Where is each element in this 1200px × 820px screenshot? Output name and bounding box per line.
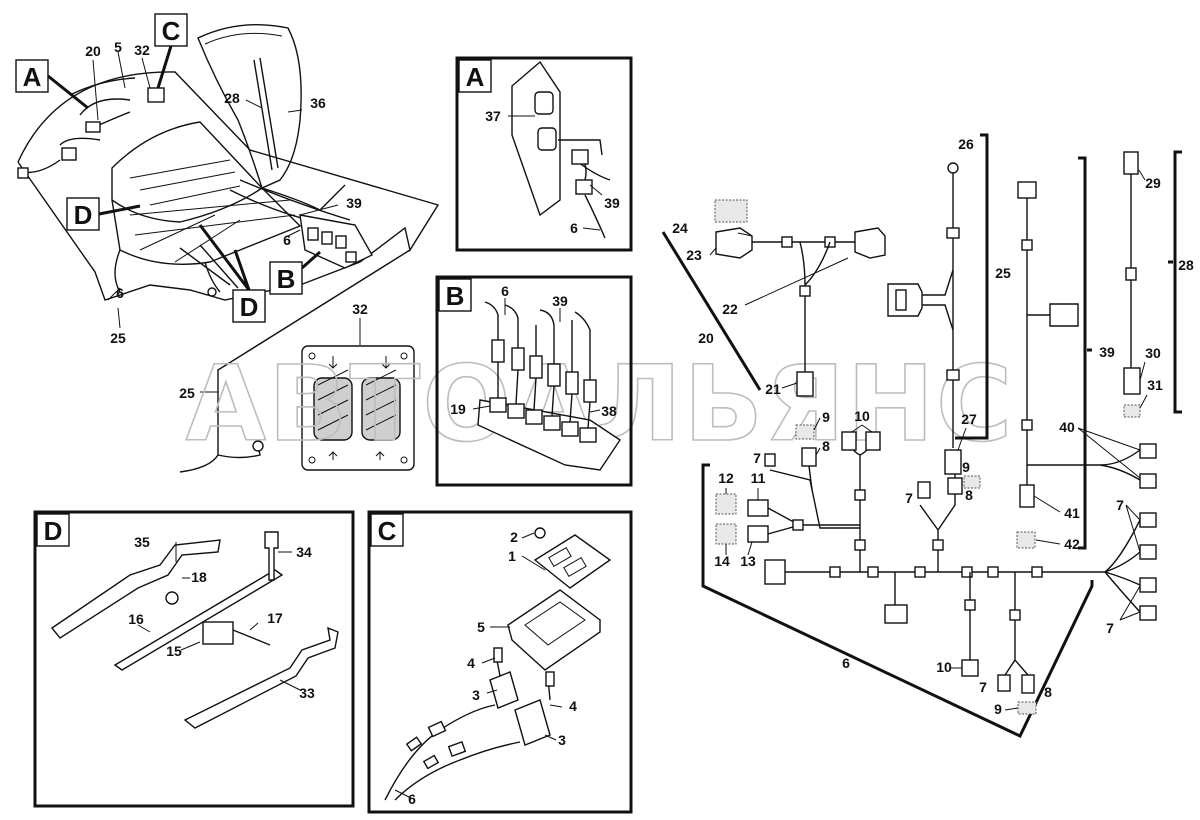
harness-callout: 8: [822, 438, 830, 454]
harness-callout: 7: [1106, 620, 1114, 636]
overview-callout: 25: [110, 330, 126, 346]
switch-32-callout: 32: [352, 301, 368, 317]
harness-callout: 25: [995, 265, 1011, 281]
inset-C-callout: 2: [510, 529, 518, 545]
inset-A-letter: A: [466, 62, 485, 92]
inset-C-callout: 3: [558, 732, 566, 748]
harness-diagram: 24 23 22 20 21 26 25 29 28 30 31 39: [661, 133, 1194, 738]
overview-label-D1: D: [74, 200, 93, 230]
overview-callout: 25: [179, 385, 195, 401]
inset-C-callout: 5: [477, 619, 485, 635]
harness-callout: 11: [751, 470, 766, 486]
harness-callout: 39: [1099, 344, 1115, 360]
seat-overview: A C D B D 20 5 32 28 36 39 6 6 25 25: [15, 13, 440, 473]
harness-callout: 23: [686, 247, 702, 263]
inset-B-letter: B: [446, 281, 465, 311]
inset-D-letter: D: [44, 516, 63, 546]
inset-A: A 37 39 6: [455, 56, 633, 252]
inset-C-callout: 1: [508, 548, 516, 564]
harness-callout: 31: [1147, 377, 1163, 393]
letter-box-B: [269, 261, 303, 295]
harness-callout: 12: [718, 470, 734, 486]
overview-label-A: A: [23, 62, 42, 92]
harness-callout: 27: [961, 411, 977, 427]
overview-callout: 32: [134, 42, 150, 58]
inset-D-callout: 15: [166, 643, 182, 659]
harness-callout: 9: [822, 409, 830, 425]
harness-callout: 8: [965, 487, 973, 503]
overview-callout: 6: [116, 285, 124, 301]
inset-D-callout: 17: [267, 610, 283, 626]
inset-B-callout: 38: [601, 403, 617, 419]
harness-callout: 6: [842, 655, 850, 671]
harness-callout: 21: [765, 381, 781, 397]
inset-B-callout: 39: [552, 293, 568, 309]
inset-B-callout: 6: [501, 283, 509, 299]
harness-callout: 7: [979, 679, 987, 695]
inset-C-letter: C: [378, 516, 397, 546]
overview-callout: 5: [114, 39, 122, 55]
connector-23: [715, 227, 753, 259]
harness-callout: 7: [753, 450, 761, 466]
inset-A-callout: 39: [604, 195, 620, 211]
letter-box-C: [154, 13, 188, 47]
harness-callout: 41: [1064, 505, 1080, 521]
switch-32-detail: 32: [301, 301, 415, 471]
overview-callout: 6: [283, 232, 291, 248]
inset-D-callout: 18: [191, 569, 207, 585]
inset-D-callout: 34: [296, 544, 312, 560]
connector-24: [714, 199, 748, 223]
inset-D-callout: 33: [299, 685, 315, 701]
inset-D: D 35 34 18 16 17 15 33: [33, 510, 355, 808]
inset-C-callout: 3: [472, 687, 480, 703]
harness-callout: 7: [1116, 497, 1124, 513]
inset-C-callout: 4: [569, 698, 577, 714]
letter-box-D: [232, 289, 266, 323]
inset-A-callout: 6: [570, 220, 578, 236]
harness-callout: 40: [1059, 419, 1075, 435]
harness-callout: 28: [1178, 257, 1194, 273]
overview-callout: 39: [346, 195, 362, 211]
harness-callout: 10: [936, 659, 952, 675]
harness-callout: 29: [1145, 175, 1161, 191]
inset-D-callout: 35: [134, 534, 150, 550]
inset-C: C 2 1 5 4 3 4 3 6: [367, 510, 633, 814]
overview-callout: 20: [85, 43, 101, 59]
harness-callout: 26: [958, 136, 974, 152]
harness-callout: 7: [905, 490, 913, 506]
overview-callout: 28: [224, 90, 240, 106]
harness-callout: 13: [740, 553, 756, 569]
harness-callout: 9: [994, 701, 1002, 717]
harness-callout: 42: [1064, 536, 1080, 552]
harness-callout: 8: [1044, 684, 1052, 700]
overview-callout: 36: [310, 95, 326, 111]
inset-A-callout: 37: [485, 108, 501, 124]
overview-label-B: B: [277, 264, 296, 294]
overview-label-D2: D: [240, 292, 259, 322]
inset-B-callout: 19: [450, 401, 466, 417]
harness-callout: 9: [962, 459, 970, 475]
inset-D-callout: 16: [128, 611, 144, 627]
harness-callout: 14: [714, 553, 730, 569]
inset-C-callout: 6: [408, 791, 416, 807]
connector-21: [796, 371, 814, 397]
harness-callout: 24: [672, 220, 688, 236]
overview-label-C: C: [162, 16, 181, 46]
harness-callout: 10: [854, 408, 870, 424]
harness-callout: 22: [722, 301, 738, 317]
harness-callout: 20: [698, 330, 714, 346]
harness-callout: 30: [1145, 345, 1161, 361]
inset-C-callout: 4: [467, 655, 475, 671]
connector-22: [854, 227, 886, 259]
inset-B: B 6 39 19 38: [435, 275, 633, 487]
